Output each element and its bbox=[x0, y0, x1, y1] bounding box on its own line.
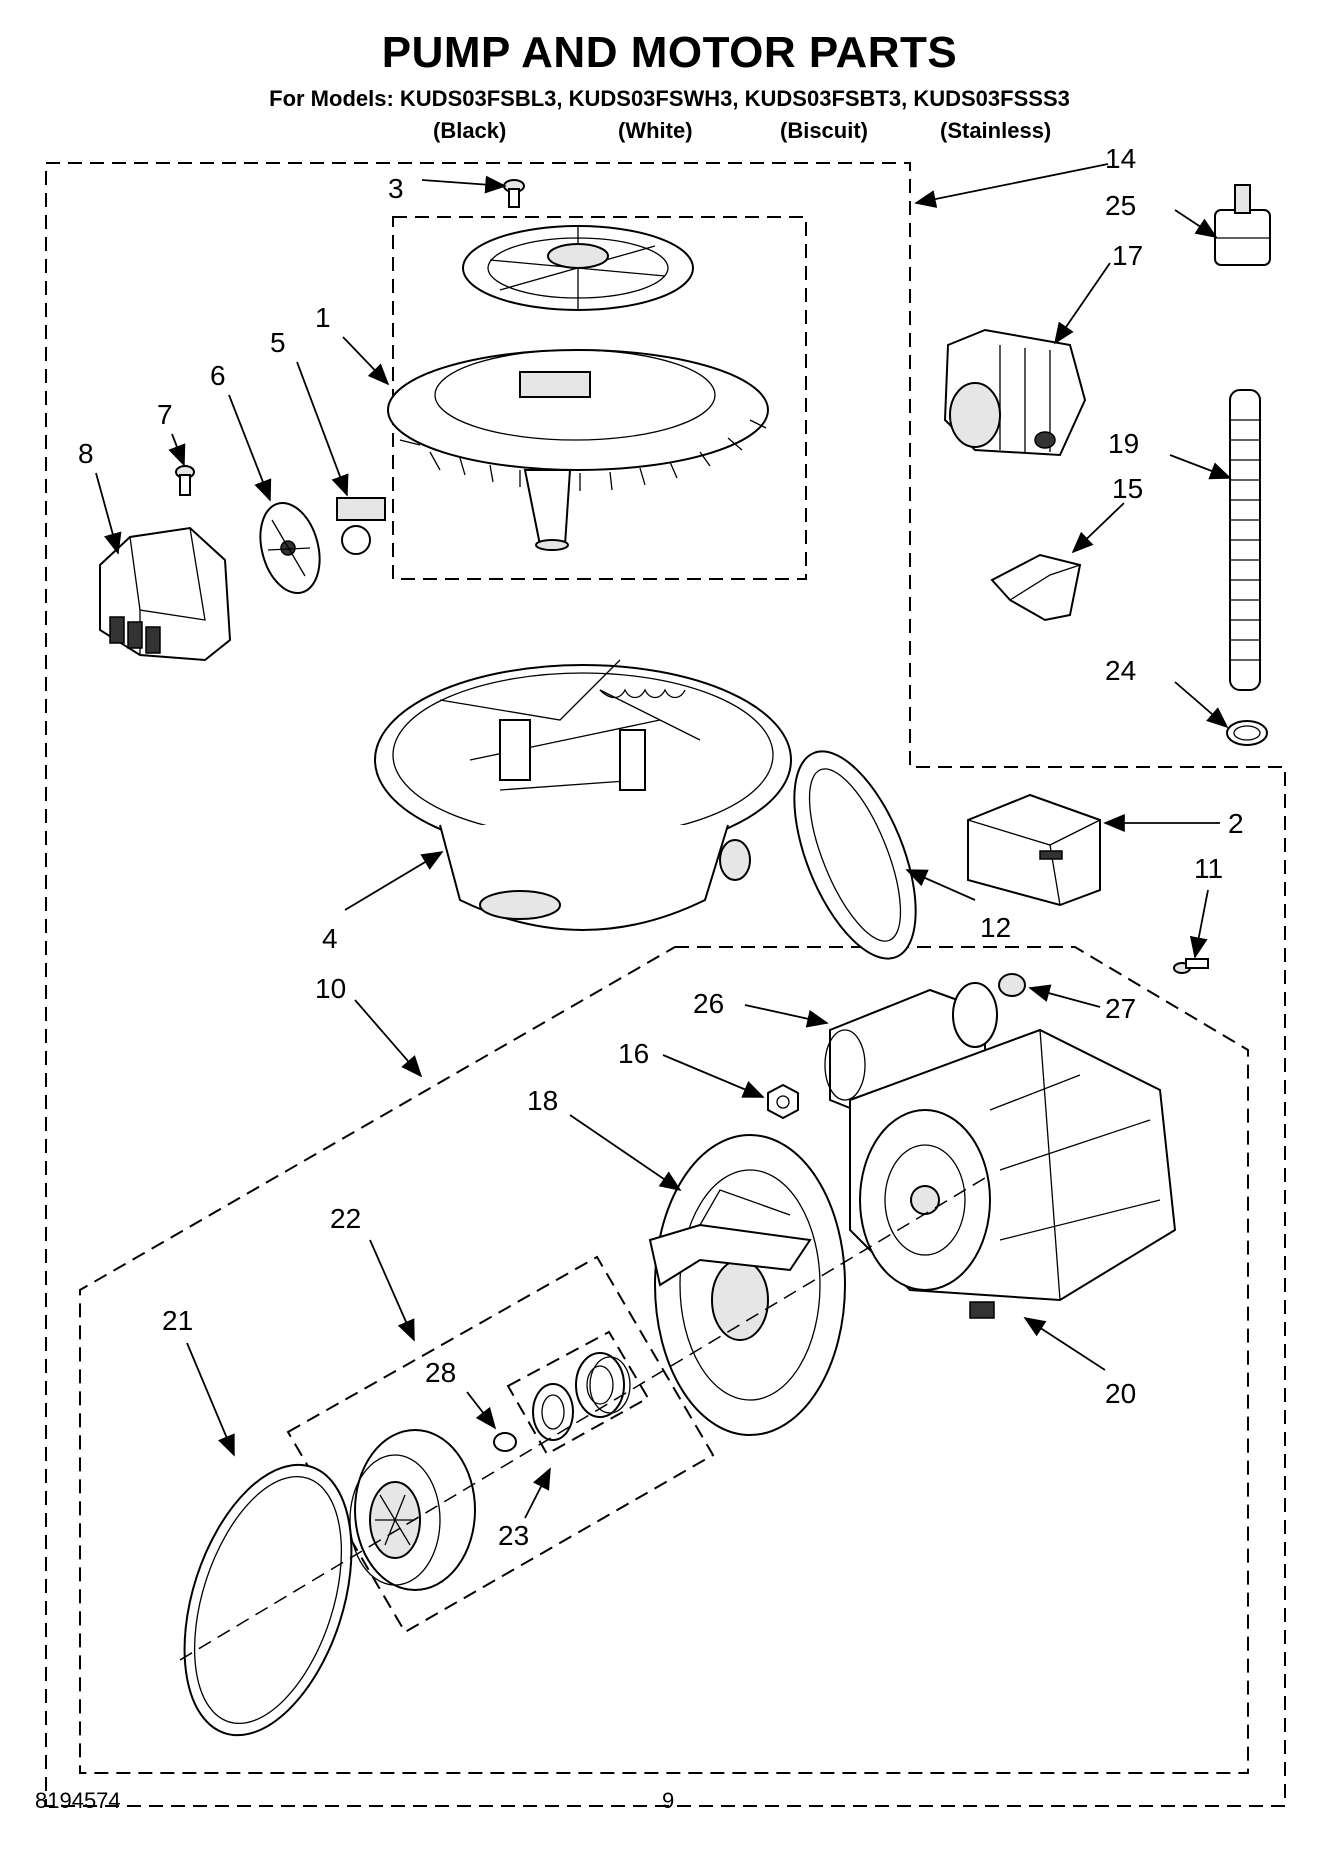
callout-28: 28 bbox=[425, 1357, 456, 1388]
box-part-23-assembly bbox=[506, 1330, 650, 1456]
page-title: PUMP AND MOTOR PARTS bbox=[381, 28, 958, 77]
color-stainless: (Stainless) bbox=[940, 118, 1052, 143]
callout-14: 14 bbox=[1105, 143, 1136, 174]
part-17-drain-pump bbox=[943, 328, 1087, 457]
callout-numbers: 3 1 5 6 7 8 14 25 17 19 15 24 2 11 12 4 … bbox=[78, 143, 1244, 1551]
callout-8: 8 bbox=[78, 438, 94, 469]
callout-15: 15 bbox=[1112, 473, 1143, 504]
callout-12: 12 bbox=[980, 912, 1011, 943]
part-5-seal bbox=[336, 497, 386, 555]
part-8-housing bbox=[99, 526, 232, 662]
part-20-motor bbox=[849, 1028, 1177, 1319]
part-2-cover bbox=[967, 793, 1101, 907]
part-7-screw bbox=[175, 465, 195, 496]
box-part-10-assembly bbox=[79, 946, 1249, 1774]
color-biscuit: (Biscuit) bbox=[780, 118, 868, 143]
part-11-screw bbox=[1173, 958, 1209, 974]
part-6-chopper bbox=[259, 501, 321, 595]
callout-4: 4 bbox=[322, 923, 338, 954]
callout-26: 26 bbox=[693, 988, 724, 1019]
callout-6: 6 bbox=[210, 360, 226, 391]
callout-17: 17 bbox=[1112, 240, 1143, 271]
color-white: (White) bbox=[618, 118, 693, 143]
callout-21: 21 bbox=[162, 1305, 193, 1336]
callout-18: 18 bbox=[527, 1085, 558, 1116]
callout-1: 1 bbox=[315, 302, 331, 333]
callout-16: 16 bbox=[618, 1038, 649, 1069]
part-24-clamp bbox=[1226, 720, 1268, 746]
color-black: (Black) bbox=[433, 118, 507, 143]
part-21-gasket bbox=[183, 1463, 353, 1737]
leader-lines bbox=[95, 163, 1232, 1519]
part-12-gasket bbox=[793, 750, 917, 960]
outer-dashed-boundary bbox=[45, 162, 1286, 1807]
callout-19: 19 bbox=[1108, 428, 1139, 459]
callout-23: 23 bbox=[498, 1520, 529, 1551]
document-number: 8194574 bbox=[35, 1788, 121, 1813]
part-16-nut bbox=[767, 1083, 799, 1120]
callout-2: 2 bbox=[1228, 808, 1244, 839]
part-18-pump-housing bbox=[648, 1134, 846, 1436]
callout-5: 5 bbox=[270, 327, 286, 358]
page-number: 9 bbox=[662, 1788, 675, 1813]
part-28-washer bbox=[493, 1432, 517, 1452]
assembly-centerline bbox=[179, 1174, 991, 1661]
callout-3: 3 bbox=[388, 173, 404, 204]
callout-25: 25 bbox=[1105, 190, 1136, 221]
callout-20: 20 bbox=[1105, 1378, 1136, 1409]
part-22-impeller bbox=[349, 1429, 476, 1591]
callout-7: 7 bbox=[157, 399, 173, 430]
part-25-sensor bbox=[1214, 184, 1271, 266]
callout-22: 22 bbox=[330, 1203, 361, 1234]
part-27-plug bbox=[998, 973, 1026, 997]
callout-10: 10 bbox=[315, 973, 346, 1004]
box-part-22-assembly bbox=[286, 1255, 715, 1634]
part-3-screw bbox=[503, 179, 525, 208]
callout-11: 11 bbox=[1194, 853, 1223, 884]
part-4-sump bbox=[374, 659, 792, 931]
part-19-hose bbox=[1229, 389, 1261, 691]
part-1-filter-assembly bbox=[387, 225, 769, 551]
part-23-seal-kit bbox=[532, 1352, 631, 1441]
models-line: For Models: KUDS03FSBL3, KUDS03FSWH3, KU… bbox=[269, 86, 1070, 111]
part-15-bracket bbox=[990, 553, 1082, 622]
callout-27: 27 bbox=[1105, 993, 1136, 1024]
callout-24: 24 bbox=[1105, 655, 1136, 686]
